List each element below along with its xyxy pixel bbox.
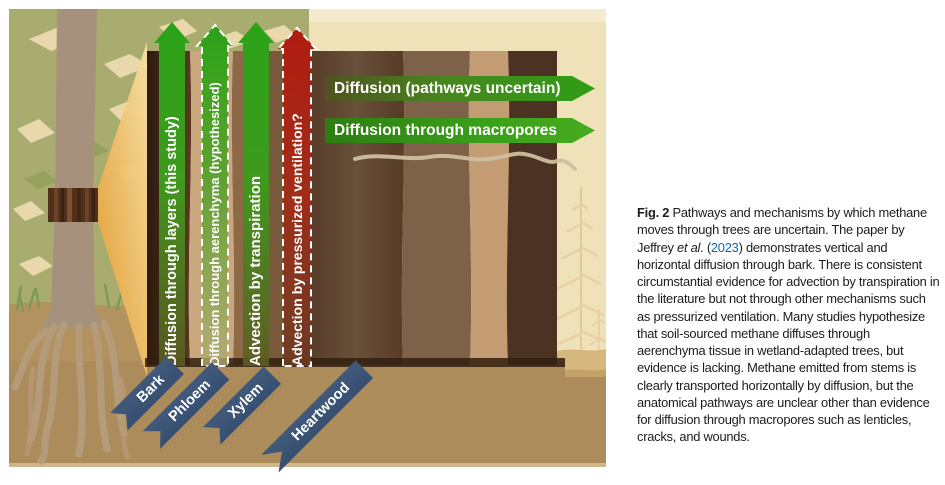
vertical-arrow-label-diffusion-aerenchyma: Diffusion through aerenchyma (hypothesiz… [207, 82, 222, 366]
tree-methane-illustration: Diffusion through layers (this study) Di… [9, 9, 606, 467]
vertical-arrow-label-diffusion-layers: Diffusion through layers (this study) [164, 116, 180, 366]
vertical-arrow-label-advection-pressurized: Advection by pressurized ventilation? [289, 113, 305, 366]
bark-crack-line [353, 151, 577, 171]
horizontal-arrow-diffusion-uncertain: Diffusion (pathways uncertain) [325, 76, 595, 101]
arrow-diffusion-layers [154, 22, 190, 366]
citation-year-link[interactable]: 2023 [710, 239, 739, 255]
caption-text-3: ) demonstrates vertical and horizontal d… [637, 239, 940, 445]
figure-caption: Fig. 2 Pathways and mechanisms by which … [637, 204, 940, 446]
caption-text-1: Pathways and mechanisms by which methane… [637, 205, 927, 255]
magnifier-beam [98, 42, 147, 377]
roots [11, 319, 130, 465]
vertical-arrow-label-advection-transpiration: Advection by transpiration [247, 175, 264, 366]
caption-text-2: . ( [700, 239, 711, 255]
arrow-advection-pressurized [275, 26, 319, 367]
horizontal-arrow-label: Diffusion through macropores [334, 122, 558, 139]
tree-trunk [41, 9, 105, 327]
figure-caption-label: Fig. 2 [637, 205, 670, 220]
arrow-advection-transpiration [238, 22, 274, 366]
trunk-sample-band [48, 188, 98, 222]
vertical-arrows [154, 22, 319, 367]
arrow-diffusion-aerenchyma [194, 23, 236, 367]
caption-et-al: et al [677, 239, 701, 255]
horizontal-arrow-label: Diffusion (pathways uncertain) [334, 80, 561, 97]
horizontal-arrow-diffusion-macropores: Diffusion through macropores [325, 118, 595, 143]
